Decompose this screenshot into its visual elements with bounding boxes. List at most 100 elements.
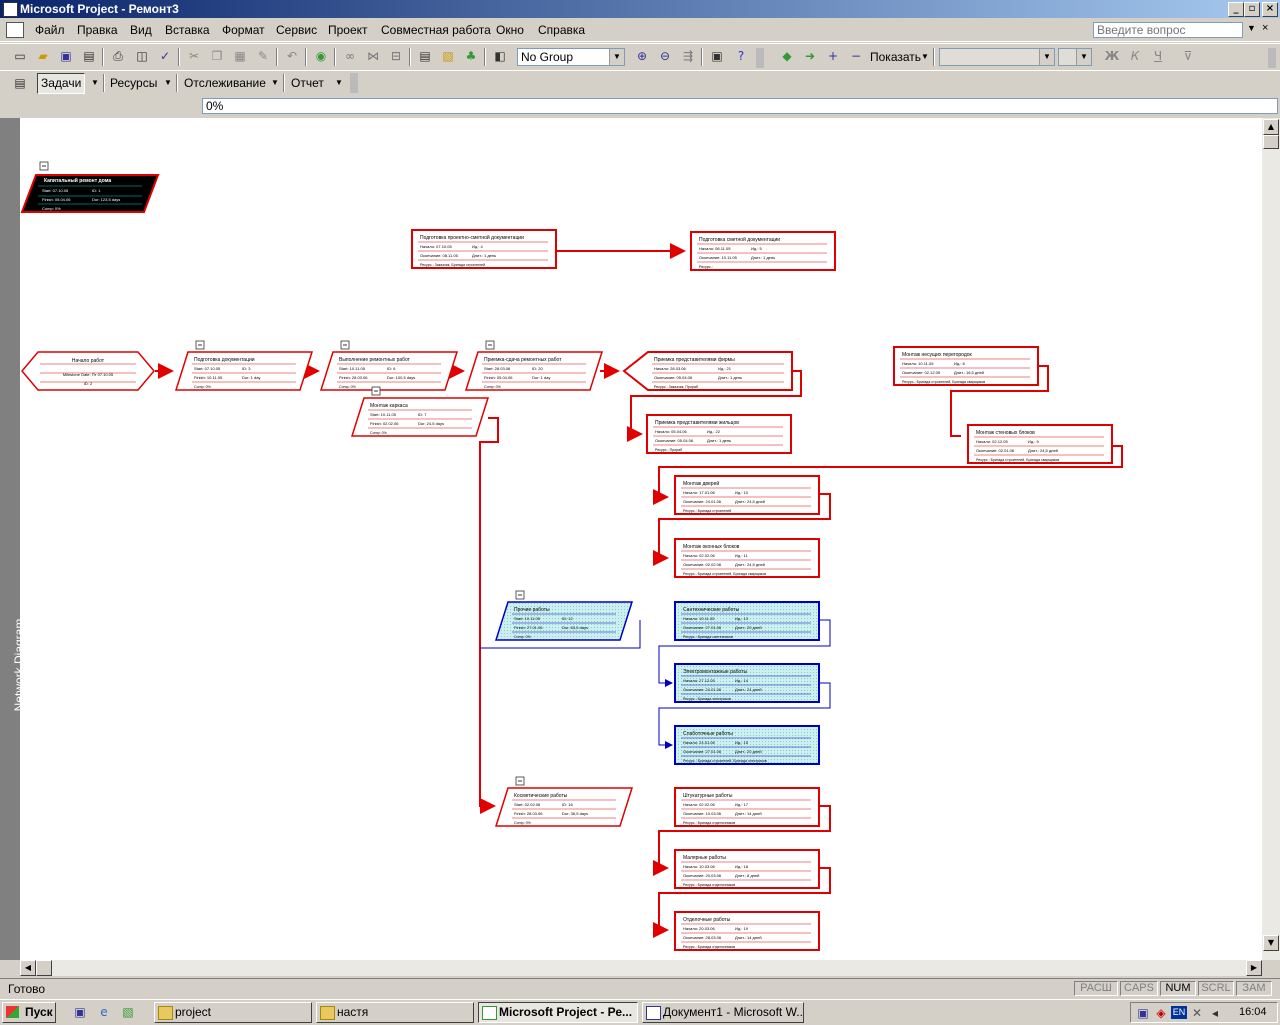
tray-app-icon[interactable]: ▣: [1137, 1006, 1149, 1020]
tracking-dropdown-icon[interactable]: ▼: [271, 78, 279, 87]
taskbar-item-project[interactable]: project: [154, 1002, 312, 1023]
volume-icon[interactable]: ◂: [1211, 1006, 1219, 1020]
toolbar-options-icon[interactable]: [756, 48, 764, 68]
maximize-button[interactable]: ▫: [1244, 2, 1260, 17]
show-desktop-icon[interactable]: ▣: [74, 1005, 86, 1019]
menu-window[interactable]: Окно: [496, 23, 524, 37]
ask-dropdown-icon[interactable]: ▼: [1247, 23, 1256, 33]
web-icon[interactable]: ◉: [315, 49, 327, 63]
new-icon[interactable]: ▭: [14, 49, 26, 63]
font-size-select[interactable]: ▼: [1058, 48, 1092, 66]
collapse-icon[interactable]: [515, 776, 525, 786]
menu-collaborate[interactable]: Совместная работа: [381, 23, 491, 37]
save-icon[interactable]: ▣: [60, 49, 72, 63]
ie-icon[interactable]: e: [100, 1005, 108, 1019]
menu-edit[interactable]: Правка: [77, 23, 118, 37]
print-preview-icon[interactable]: ◫: [136, 49, 148, 63]
collapse-icon[interactable]: [39, 161, 49, 171]
show-subtasks-icon[interactable]: +: [827, 49, 839, 63]
document-icon[interactable]: [6, 22, 24, 38]
project-guide-icon[interactable]: ▤: [14, 76, 26, 90]
menu-project[interactable]: Проект: [328, 23, 368, 37]
quicklaunch-icon[interactable]: ▧: [122, 1005, 134, 1019]
task-info-icon[interactable]: ▤: [419, 49, 431, 63]
show-dropdown-icon[interactable]: ▼: [921, 52, 929, 61]
doc-close-icon[interactable]: ×: [1262, 22, 1269, 34]
tasks-dropdown-icon[interactable]: ▼: [91, 78, 99, 87]
split-task-icon[interactable]: ⊟: [390, 49, 402, 63]
scroll-down-icon[interactable]: ▼: [1263, 935, 1279, 951]
scroll-up-icon[interactable]: ▲: [1263, 119, 1279, 135]
goto-task-icon[interactable]: ⇶: [682, 49, 694, 63]
unlink-tasks-icon[interactable]: ⋈: [367, 49, 379, 63]
minimize-button[interactable]: _: [1228, 2, 1244, 17]
collapse-icon[interactable]: [515, 590, 525, 600]
hide-subtasks-icon[interactable]: −: [850, 49, 862, 63]
cut-icon[interactable]: ✂: [188, 49, 200, 63]
entry-field[interactable]: 0%: [202, 98, 1278, 114]
format-painter-icon[interactable]: ✎: [257, 49, 269, 63]
outdent-icon[interactable]: ◆: [782, 49, 792, 63]
link-tasks-icon[interactable]: ∞: [345, 49, 355, 63]
taskbar-item-nastya[interactable]: настя: [316, 1002, 474, 1023]
menu-file[interactable]: Файл: [35, 23, 65, 37]
tasks-button[interactable]: Задачи: [37, 73, 85, 94]
assign-resources-icon[interactable]: ♣: [465, 49, 477, 63]
collapse-icon[interactable]: [340, 340, 350, 350]
toolbar-options-icon[interactable]: [350, 73, 358, 93]
menu-insert[interactable]: Вставка: [165, 23, 210, 37]
copy-picture-icon[interactable]: ◧: [494, 49, 506, 63]
toolbar-options-icon[interactable]: [1268, 48, 1276, 68]
spelling-icon[interactable]: ✓: [159, 49, 171, 63]
open-icon[interactable]: ▰: [38, 49, 48, 63]
app-icon[interactable]: [3, 2, 18, 17]
resources-dropdown-icon[interactable]: ▼: [164, 78, 172, 87]
indent-icon[interactable]: ➜: [804, 49, 816, 63]
underline-button[interactable]: Ч: [1153, 49, 1163, 63]
acrobat-icon[interactable]: ◈: [1156, 1006, 1166, 1020]
language-indicator[interactable]: EN: [1171, 1006, 1187, 1019]
report-dropdown-icon[interactable]: ▼: [335, 78, 343, 87]
paste-icon[interactable]: ▦: [234, 49, 246, 63]
undo-icon[interactable]: ↶: [286, 49, 298, 63]
taskbar-item-msproject[interactable]: Microsoft Project - Ре...: [478, 1002, 638, 1023]
filter-icon[interactable]: ⊽: [1183, 49, 1193, 63]
scroll-thumb[interactable]: [36, 960, 52, 976]
scroll-thumb[interactable]: [1263, 135, 1279, 149]
bold-button[interactable]: Ж: [1104, 49, 1120, 63]
start-button[interactable]: Пуск: [2, 1002, 56, 1023]
horizontal-scrollbar[interactable]: ◀ ▶: [20, 960, 1262, 976]
ask-question-input[interactable]: [1093, 22, 1243, 38]
vertical-scrollbar[interactable]: ▲ ▼: [1262, 118, 1280, 960]
taskbar-item-word[interactable]: Документ1 - Microsoft W...: [642, 1002, 804, 1023]
menu-help[interactable]: Справка: [538, 23, 586, 37]
collapse-icon[interactable]: [195, 340, 205, 350]
copy-icon[interactable]: ❐: [211, 49, 223, 63]
resources-button[interactable]: Ресурсы: [110, 76, 158, 90]
view-bar[interactable]: Network Diagram: [0, 118, 26, 960]
show-button[interactable]: Показать: [870, 50, 922, 64]
italic-button[interactable]: К: [1130, 49, 1140, 63]
tray-tool-icon[interactable]: ✕: [1191, 1006, 1203, 1020]
zoom-in-icon[interactable]: ⊕: [636, 49, 648, 63]
copy-picture-office-icon[interactable]: ▣: [711, 49, 723, 63]
group-by-select[interactable]: No Group ▼: [517, 48, 625, 66]
